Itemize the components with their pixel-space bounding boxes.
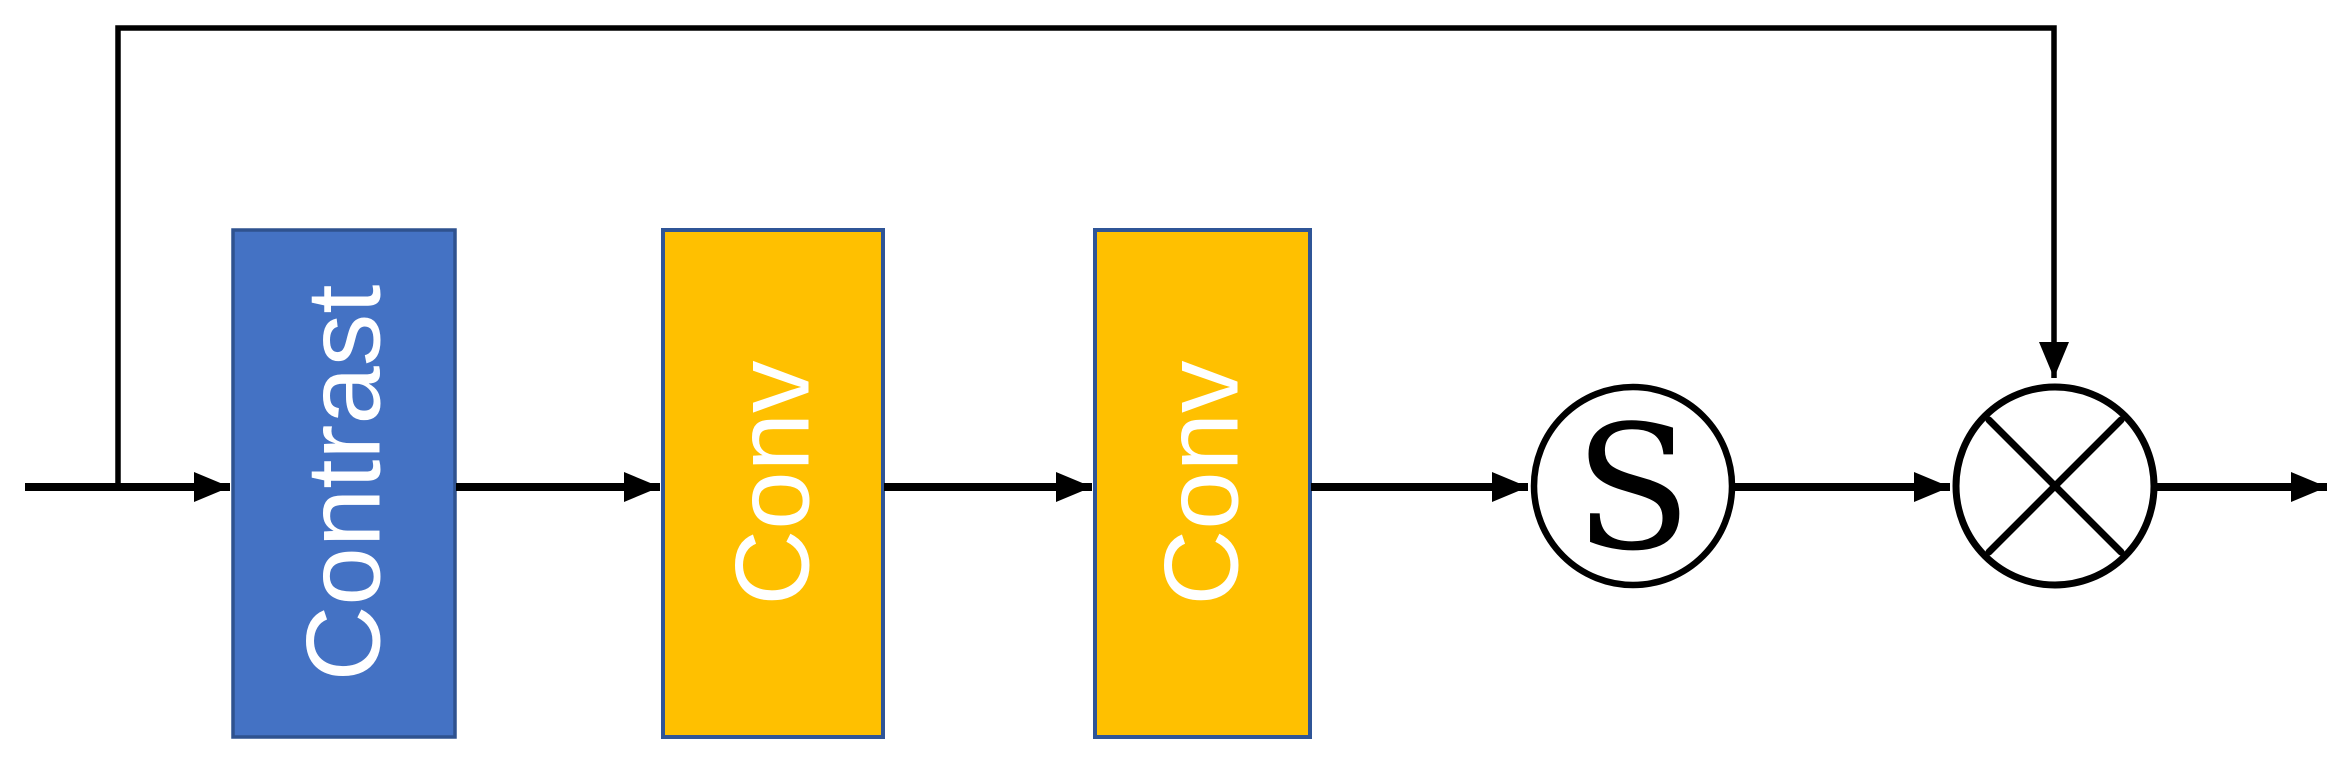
conv2-block-label: Conv [1144,360,1261,606]
conv1-block [661,228,885,739]
contrast-block-label: Contrast [286,285,403,682]
multiply-node [1952,383,2158,589]
conv1-block-label: Conv [715,360,832,606]
contrast-block [231,228,457,739]
circled-times-icon [1985,416,2125,556]
sigmoid-node-label: S [1574,388,1692,589]
sigmoid-node [1530,383,1736,589]
conv2-block [1093,228,1312,739]
skip-connection-arrow [115,25,2069,487]
